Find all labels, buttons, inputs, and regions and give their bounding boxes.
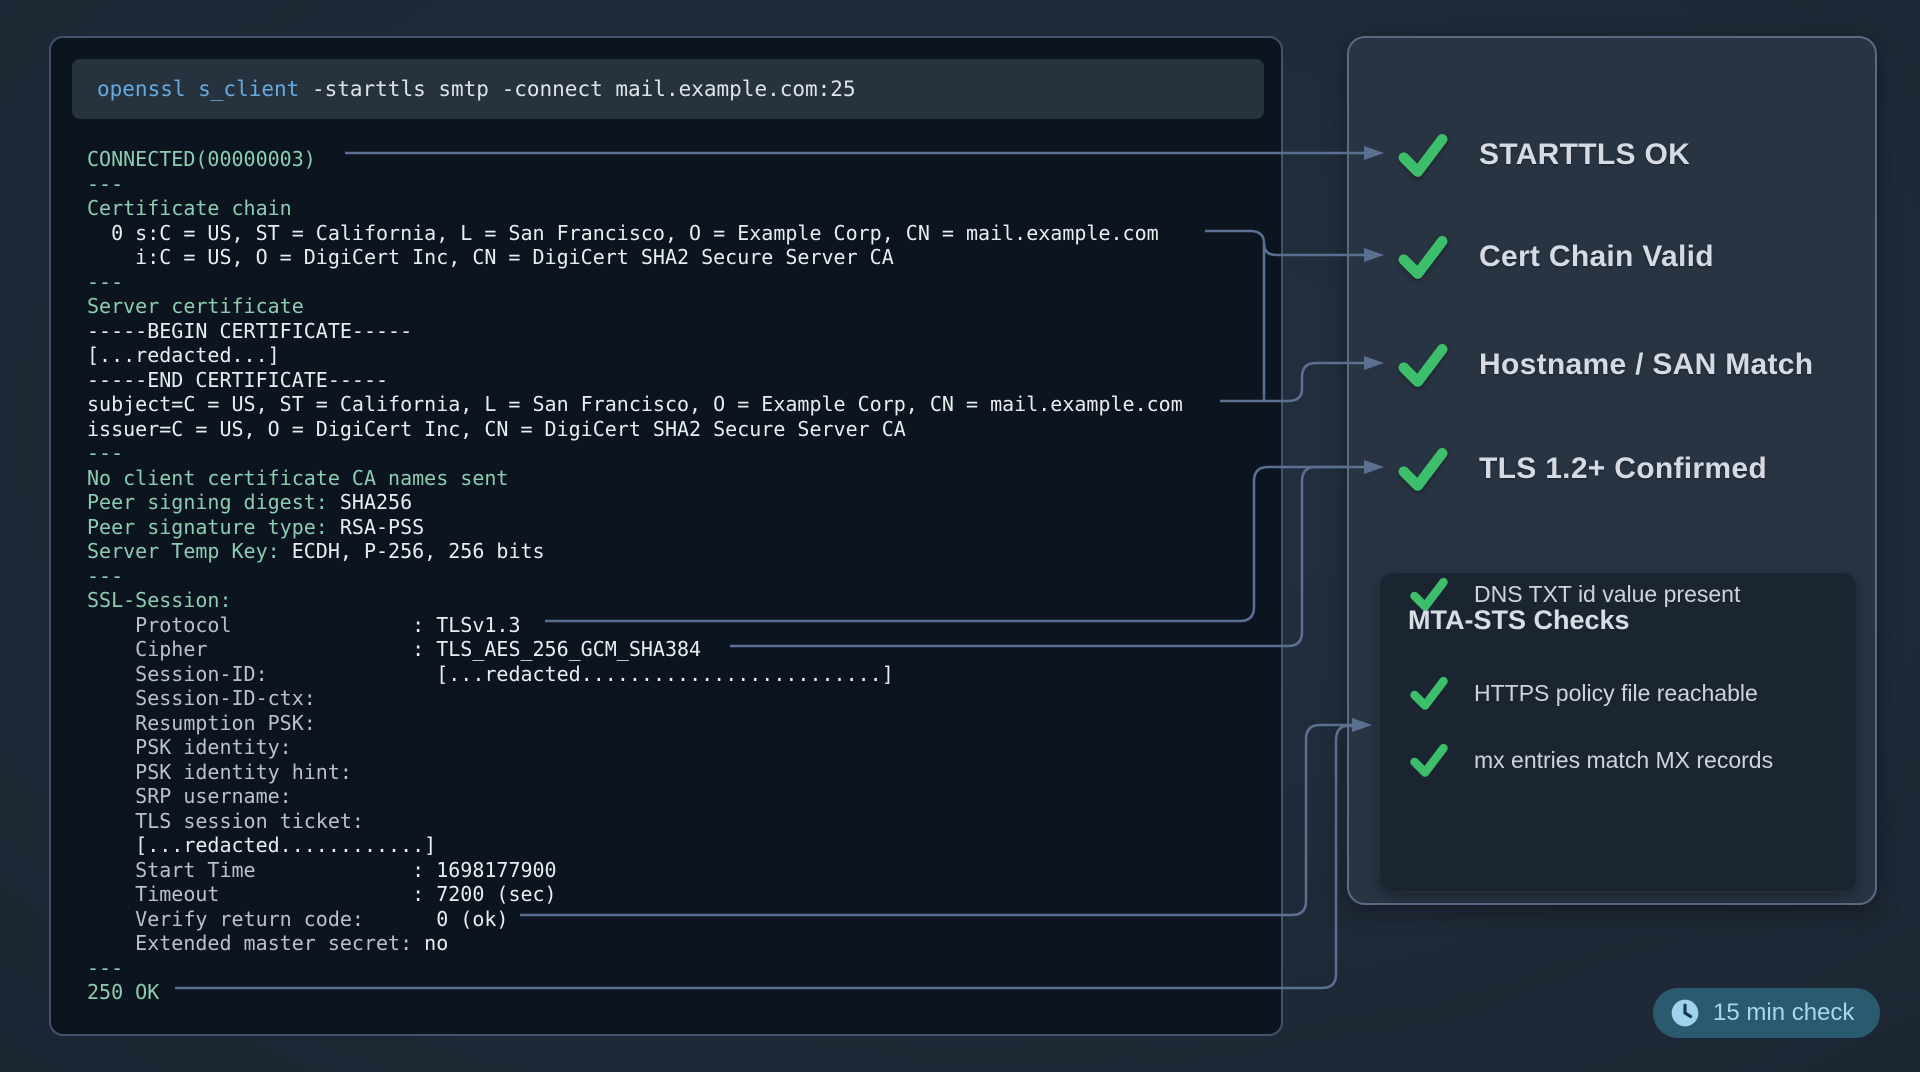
terminal-line: Verify return code: 0 (ok) <box>87 906 509 931</box>
terminal-line: [...redacted............] <box>87 833 437 857</box>
terminal-line: Start Time : 1698177900 <box>87 857 557 882</box>
checkmark-icon <box>1398 344 1448 387</box>
terminal-line: Protocol : TLSv1.3 <box>87 612 521 637</box>
clock-icon <box>1671 999 1699 1027</box>
terminal-line: Session-ID-ctx: <box>87 686 316 710</box>
check-interval-badge[interactable]: 15 min check <box>1653 988 1881 1038</box>
checkmark-icon <box>1398 134 1448 177</box>
command-bar: openssl s_client -starttls smtp -connect… <box>72 59 1264 119</box>
check-row: Hostname / SAN Match <box>1395 337 1813 393</box>
terminal-line: subject=C = US, ST = California, L = San… <box>87 392 1183 416</box>
check-row: STARTTLS OK <box>1395 127 1690 183</box>
terminal-line: Server Temp Key: ECDH, P-256, 256 bits <box>87 539 545 563</box>
terminal-line: -----END CERTIFICATE----- <box>87 367 389 392</box>
checkmark-icon <box>1398 448 1448 491</box>
mta-item-label: DNS TXT id value present <box>1474 580 1741 607</box>
checklist-panel: STARTTLS OK Cert Chain Valid Hostname / … <box>1347 36 1877 905</box>
terminal-line: Session-ID: [...redacted................… <box>87 661 894 686</box>
terminal-line: Certificate chain <box>87 196 292 220</box>
terminal-panel: openssl s_client -starttls smtp -connect… <box>49 36 1283 1036</box>
terminal-line: PSK identity hint: <box>87 759 352 784</box>
terminal-line: 0 s:C = US, ST = California, L = San Fra… <box>87 220 1159 245</box>
mta-item: HTTPS policy file reachable <box>1408 672 1758 714</box>
mta-item-label: mx entries match MX records <box>1474 746 1774 773</box>
terminal-line: --- <box>87 171 124 196</box>
terminal-line: --- <box>87 955 124 980</box>
check-label: STARTTLS OK <box>1479 138 1691 171</box>
mta-item: mx entries match MX records <box>1408 739 1773 781</box>
check-row: Cert Chain Valid <box>1395 229 1714 285</box>
checkmark-icon <box>1398 236 1448 279</box>
terminal-line: -----BEGIN CERTIFICATE----- <box>87 318 413 343</box>
badge-label: 15 min check <box>1713 999 1855 1026</box>
terminal-line: Cipher : TLS_AES_256_GCM_SHA384 <box>87 637 702 661</box>
check-row: TLS 1.2+ Confirmed <box>1395 441 1767 497</box>
terminal-line: TLS session ticket: <box>87 808 364 833</box>
terminal-line: --- <box>87 441 124 465</box>
terminal-line: SSL-Session: <box>87 588 232 612</box>
checkmark-icon <box>1410 577 1448 611</box>
terminal-line: [...redacted...] <box>87 343 280 367</box>
terminal-line: Peer signing digest: SHA256 <box>87 490 413 514</box>
terminal-line: Peer signature type: RSA-PSS <box>87 514 425 539</box>
mta-sts-panel: MTA-STS Checks DNS TXT id value present … <box>1379 572 1857 892</box>
terminal-line: issuer=C = US, O = DigiCert Inc, CN = Di… <box>87 416 906 441</box>
terminal-line: 250 OK <box>87 980 160 1004</box>
terminal-line: Resumption PSK: <box>87 710 316 735</box>
check-label: Cert Chain Valid <box>1479 240 1714 273</box>
terminal-line: --- <box>87 563 124 588</box>
command-args: -starttls smtp -connect mail.example.com… <box>299 77 856 101</box>
mta-sts-title: MTA-STS Checks <box>1408 605 1630 635</box>
terminal-line: No client certificate CA names sent <box>87 465 509 490</box>
terminal-output: CONNECTED(00000003)---Certificate chain … <box>87 147 1183 1005</box>
terminal-line: Extended master secret: no <box>87 931 449 955</box>
terminal-line: Timeout : 7200 (sec) <box>87 882 557 906</box>
mta-item: DNS TXT id value present <box>1408 573 1740 615</box>
terminal-line: Server certificate <box>87 294 304 318</box>
checkmark-icon <box>1410 743 1448 777</box>
terminal-line: i:C = US, O = DigiCert Inc, CN = DigiCer… <box>87 245 894 269</box>
terminal-line: PSK identity: <box>87 735 292 759</box>
checkmark-icon <box>1410 676 1448 710</box>
terminal-line: --- <box>87 269 124 294</box>
terminal-line: SRP username: <box>87 784 292 808</box>
mta-item-label: HTTPS policy file reachable <box>1474 679 1758 706</box>
check-label: TLS 1.2+ Confirmed <box>1479 452 1767 485</box>
terminal-line: CONNECTED(00000003) <box>87 147 316 171</box>
command-keyword: openssl s_client <box>97 77 300 101</box>
check-label: Hostname / SAN Match <box>1479 348 1814 381</box>
